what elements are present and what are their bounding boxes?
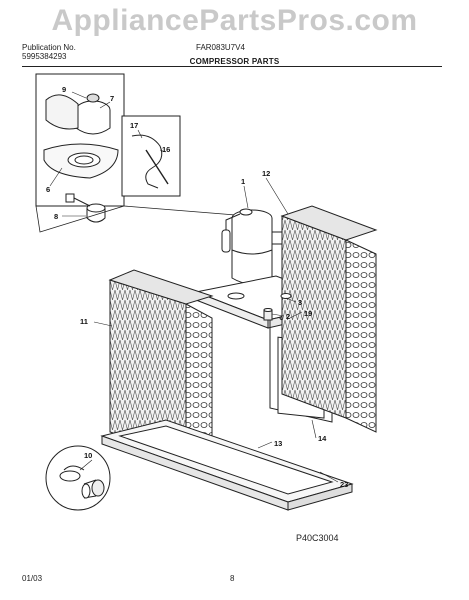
filter-part [45,445,111,511]
compressor-body [221,208,284,285]
callout-14: 14 [318,434,327,443]
callout-7: 7 [110,94,114,103]
watermark-logo: AppliancePartsPros.com [51,4,418,37]
callout-9: 9 [62,85,66,94]
bottom-tray [100,419,354,511]
footer-date: 01/03 [22,574,43,583]
callout-10: 10 [84,451,92,460]
callout-17: 17 [130,121,138,130]
publication-label: Publication No. [22,43,76,52]
callout-labels: 9 7 6 8 17 16 1 12 3 2 19 11 13 14 23 10 [46,85,348,489]
callout-12: 12 [262,169,270,178]
section-title: COMPRESSOR PARTS [189,57,280,66]
figure-code: P40C3004 [296,533,339,543]
callout-13: 13 [274,439,282,448]
header-rule [22,66,442,67]
callout-8: 8 [54,212,58,221]
gasket-part [43,143,119,179]
callout-11: 11 [80,317,88,326]
callout-23: 23 [340,480,348,489]
condenser-coil-right [280,205,378,433]
publication-number: 5995384293 [22,52,67,61]
sensor-box [121,115,181,197]
model-number: FAR083U7V4 [196,43,245,52]
callout-19: 19 [304,309,312,318]
small-parts [263,293,292,321]
callout-2: 2 [286,312,290,321]
callout-1: 1 [241,177,245,186]
footer-page: 8 [230,574,235,583]
sensor-tube-part [131,134,169,189]
callout-6: 6 [46,185,50,194]
compressor-motor-part [45,93,111,135]
callout-16: 16 [162,145,170,154]
callout-3: 3 [298,298,302,307]
